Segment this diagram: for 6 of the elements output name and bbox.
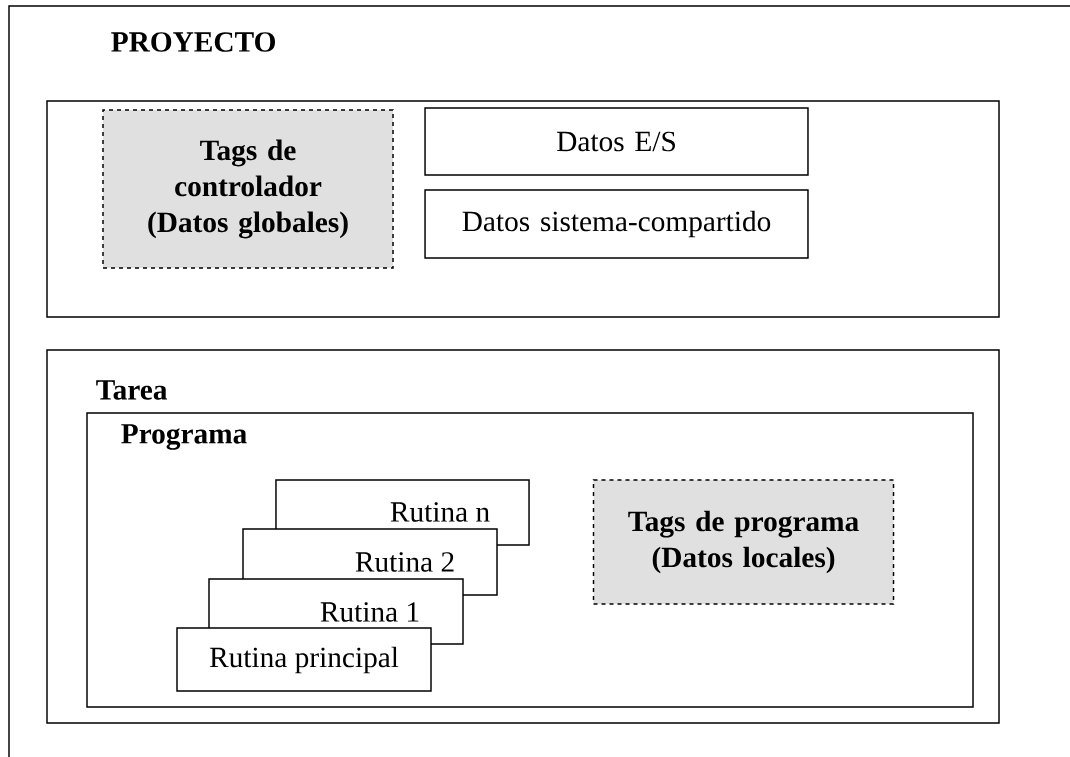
routine-box: Rutina principal	[176, 627, 432, 692]
box: Datos E/S	[424, 107, 809, 176]
box: Datos sistema-compartido	[424, 189, 809, 259]
dashed-box: Tags de programa (Datos locales)	[592, 479, 895, 605]
dashed-box: Tags de controlador (Datos globales)	[102, 109, 394, 269]
panel	[46, 100, 1000, 318]
